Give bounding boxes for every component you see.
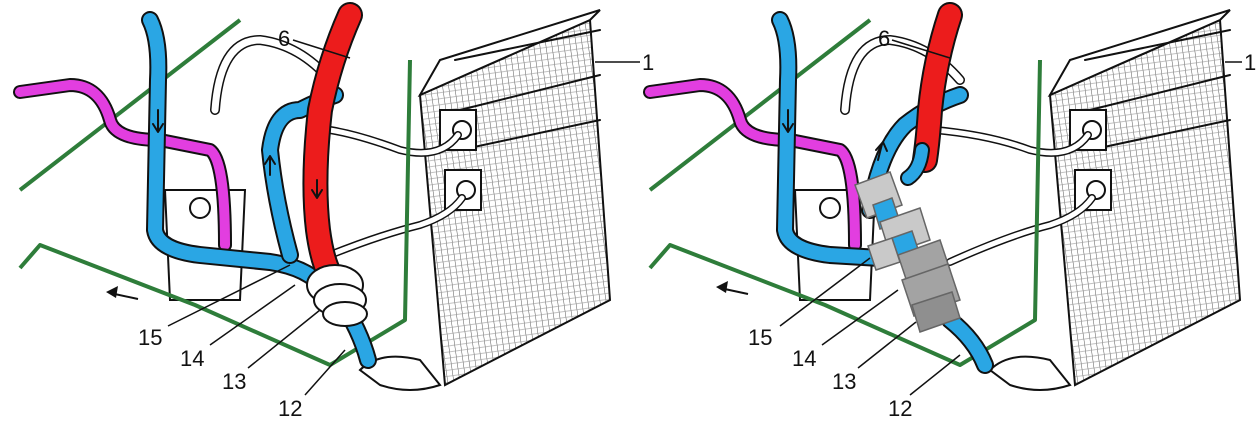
replacement-fitting-assembly — [854, 171, 961, 333]
radiator-fitting-lower — [444, 169, 482, 211]
arrow-left-icon — [106, 286, 139, 300]
callout-12: 12 — [888, 396, 912, 421]
callout-15: 15 — [138, 325, 162, 350]
radiator — [358, 9, 612, 391]
flow-arrow-return — [152, 109, 164, 133]
radiator-fitting-lower — [1074, 169, 1112, 211]
panel-after: 1 6 15 14 13 12 — [643, 2, 1256, 421]
leader-lines — [167, 39, 640, 396]
callout-6: 6 — [878, 26, 890, 51]
callout-13: 13 — [832, 369, 856, 394]
callout-12: 12 — [278, 396, 302, 421]
flow-arrow-up — [264, 155, 276, 176]
callout-14: 14 — [180, 346, 204, 371]
leader-lines — [779, 39, 1242, 396]
green-frame — [18, 18, 412, 367]
callout-13: 13 — [222, 369, 246, 394]
radiator — [988, 9, 1242, 391]
callout-15: 15 — [748, 325, 772, 350]
callout-6: 6 — [278, 26, 290, 51]
pump-housing — [306, 264, 368, 327]
callout-14: 14 — [792, 346, 816, 371]
flow-arrow-upper — [875, 141, 888, 161]
panel-before: 1 6 15 14 13 12 — [13, 2, 654, 421]
green-frame — [648, 18, 1042, 367]
flow-arrow-return — [782, 109, 794, 133]
callout-1: 1 — [1244, 50, 1256, 75]
flow-arrow-hot — [311, 179, 323, 199]
arrow-left-icon — [716, 281, 749, 295]
callout-1: 1 — [642, 50, 654, 75]
